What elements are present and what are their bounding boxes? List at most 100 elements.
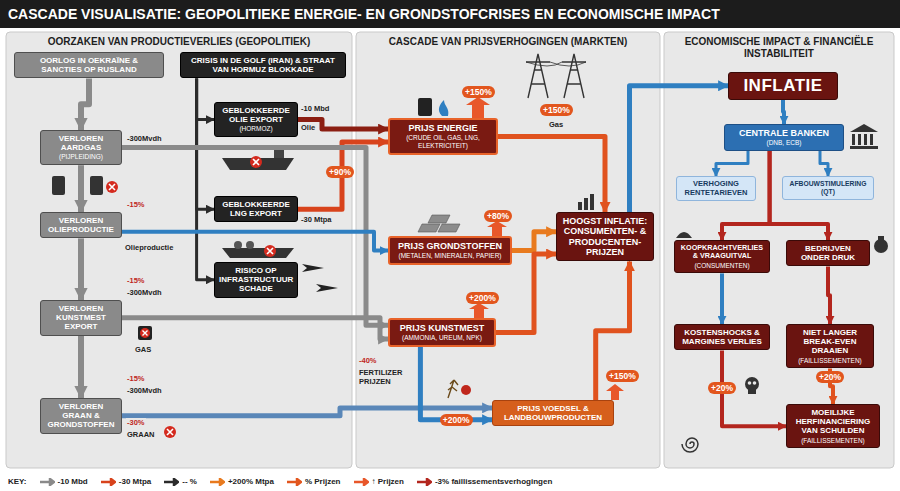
bank-icon: [858, 134, 861, 145]
money-bag: [874, 236, 888, 253]
price-arrow: [466, 97, 490, 118]
panel-ground: [356, 32, 660, 468]
node-subtitle: (CRUDE OIL, GAS, LNG, ELEKTRICITEIT): [394, 134, 492, 150]
impact-box: KOSTENSHOCKS & MARGINES VERLIES: [674, 324, 770, 350]
node-title: AFBOUWSTIMULERING (QT): [787, 180, 869, 196]
loss-box: VERLOREN GRAAN & GRONDSTOFFEN: [40, 398, 122, 434]
callout-label: -300Mvdh: [126, 134, 163, 143]
node-title: VERLOREN GRAAN & GRONDSTOFFEN: [45, 402, 117, 430]
node-title: MOEILIJKE HERFINANCIERING VAN SCHULDEN: [791, 408, 875, 436]
node-title: KOSTENSHOCKS & MARGINES VERLIES: [679, 328, 765, 346]
connector-arrow: [828, 266, 830, 324]
connector-arrow: [78, 336, 84, 398]
callout-label: GAS: [134, 345, 152, 354]
blockade-box: GEBLOKKEERDE OLIE EXPORT(HORMOZ): [214, 102, 298, 137]
callout-label: -40%: [358, 356, 378, 365]
policy-box: VERHOGING RENTETARIEVEN: [676, 176, 756, 201]
price-box: PRIJS VOEDSEL & LANDBOUWPRODUCTEN: [492, 400, 614, 426]
connector-arrow: [783, 100, 784, 125]
connector-arrow: [820, 151, 828, 176]
connector-arrow: [496, 254, 556, 333]
connector-arrow: [122, 408, 492, 416]
energy-icon: [418, 98, 448, 116]
loss-box: VERLOREN OLIEPRODUCTIE: [40, 212, 122, 238]
node-subtitle: (PIJPLEIDING): [45, 153, 117, 161]
energy-icon: [439, 100, 448, 116]
callout-label: -30%: [126, 418, 146, 427]
connector-arrow: [720, 273, 724, 324]
key-label: KEY:: [8, 477, 27, 486]
node-title: CENTRALE BANKEN: [729, 128, 839, 138]
bank-icon: [850, 124, 878, 149]
skull-icon: [745, 377, 759, 391]
node-title: RISICO OP INFRASTRUCTUUR SCHADE: [219, 266, 293, 294]
legend-sample-line: [354, 479, 368, 485]
metal-bars: [438, 224, 460, 232]
title: CASCADE VISUALISATIE: GEOPOLITIEKE ENERG…: [8, 6, 720, 22]
node-title: INFLATIE: [733, 76, 833, 96]
node-subtitle: (CONSUMENTEN): [679, 262, 765, 270]
node-subtitle: (METALEN, MINERALEN, PAPIER): [394, 252, 506, 260]
panel: CASCADE VAN PRIJSVERHOGINGEN (MARKTEN) PR…: [356, 32, 660, 468]
node-title: NIET LANGER BREAK-EVEN DRAAIEN: [791, 328, 869, 356]
gas-icon: [140, 328, 150, 338]
bank-icon: [852, 134, 855, 145]
callout-label: Olie: [300, 123, 316, 132]
node-title: VERHOGING RENTETARIEVEN: [681, 180, 751, 197]
legend-item: % Prijzen: [286, 477, 341, 486]
connector-arrow: [122, 148, 388, 326]
legend-sample: [163, 478, 179, 486]
power-pylon: [526, 62, 586, 66]
impact-box: NIET LANGER BREAK-EVEN DRAAIEN(FAILLISSE…: [786, 324, 874, 368]
oil-barrel: [106, 181, 118, 193]
spiral-icon: [682, 438, 698, 452]
panel-ground: [664, 32, 894, 468]
node-title: BEDRIJVEN ONDER DRUK: [791, 244, 865, 262]
node-subtitle: (DNB, ECB): [729, 139, 839, 147]
node-title: ECONOMISCHE IMPACT & FINANCIËLE INSTABIL…: [670, 36, 888, 59]
metal-bars: [418, 224, 440, 232]
node-title: CASCADE VAN PRIJSVERHOGINGEN (MARKTEN): [362, 36, 654, 48]
legend-sample-line: [101, 479, 115, 485]
price-arrow: [606, 384, 624, 400]
bank-icon: [850, 124, 878, 132]
hands-icon: [676, 232, 692, 238]
node-subtitle: (AMMONIA, UREUM, NPK): [394, 334, 490, 342]
price-box: PRIJS KUNSTMEST(AMMONIA, UREUM, NPK): [388, 318, 496, 347]
power-pylon: [562, 54, 586, 98]
edge-label: +200%: [440, 414, 473, 426]
wheat-icon: [448, 380, 471, 398]
inflation-box: INFLATIE: [728, 72, 838, 100]
lng-tanker: [246, 241, 254, 249]
bank-icon: [870, 134, 873, 145]
legend-sample-line: [210, 479, 224, 485]
lng-tanker: [267, 248, 273, 254]
node-title: PRIJS ENERGIE: [394, 123, 492, 133]
legend-sample: [286, 478, 302, 486]
spiral-icon: [682, 438, 698, 452]
node-title: VERLOREN KUNSTMEST EXPORT: [45, 304, 117, 332]
impact-box: BEDRIJVEN ONDER DRUK: [786, 240, 870, 266]
legend-item: -- %: [163, 477, 197, 486]
legend-sample: [209, 478, 225, 486]
legend-text: -3% faillissementsverhogingen: [435, 477, 552, 486]
impact-box: MOEILIJKE HERFINANCIERING VAN SCHULDEN(F…: [786, 404, 880, 448]
legend-sample: [100, 478, 116, 486]
legend: KEY:-10 Mbd-30 Mtpa-- %+200% Mtpa% Prijz…: [0, 472, 900, 491]
oil-barrel: [109, 184, 115, 190]
loss-box: VERLOREN KUNSTMEST EXPORT: [40, 300, 122, 336]
oil-barrel: [52, 176, 118, 195]
node-title: PRIJS GRONDSTOFFEN: [394, 241, 506, 251]
fighter-jet: [302, 264, 324, 272]
oil-tanker: [253, 159, 259, 165]
legend-sample: [353, 478, 369, 486]
connector-arrow: [716, 151, 748, 176]
node-subtitle: (FAILLISSEMENTEN): [791, 357, 869, 365]
lng-tanker: [222, 248, 294, 258]
hands-icon: [676, 232, 692, 238]
lng-tanker: [234, 241, 242, 249]
legend-text: -30 Mtpa: [119, 477, 151, 486]
percent-badge: +200%: [466, 292, 499, 304]
price-box: PRIJS ENERGIE(CRUDE OIL, GAS, LNG, ELEKT…: [388, 118, 498, 155]
